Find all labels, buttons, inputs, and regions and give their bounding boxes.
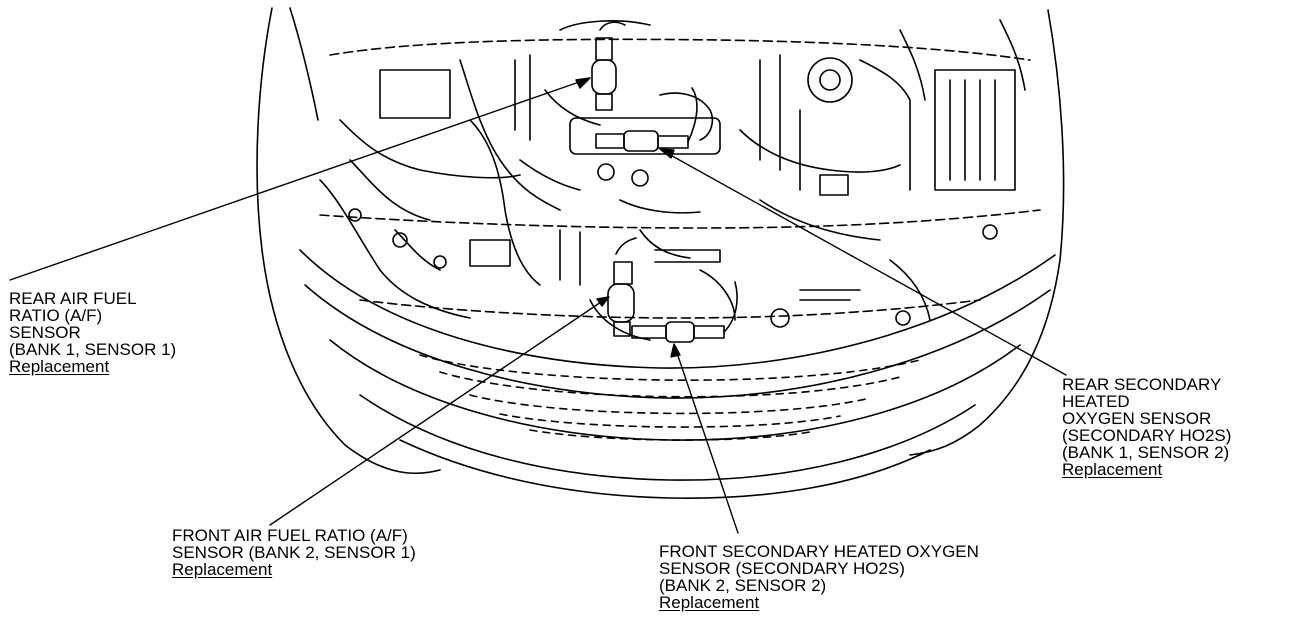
front-secondary-sensor-callout: FRONT SECONDARY HEATED OXYGEN SENSOR (SE… <box>659 543 979 611</box>
callout-line: HEATED <box>1062 392 1130 411</box>
front-af-replacement-link[interactable]: Replacement <box>172 560 273 579</box>
callout-line: SENSOR (BANK 2, SENSOR 1) <box>172 543 416 562</box>
callout-line: REAR SECONDARY <box>1062 375 1222 394</box>
rear-secondary-replacement-link[interactable]: Replacement <box>1062 460 1163 479</box>
fender-right <box>909 9 1065 456</box>
engine-center-components <box>519 20 736 341</box>
front-af-sensor-drawing <box>607 237 637 337</box>
arrow-rear-secondary <box>659 148 675 159</box>
engine-right-components <box>739 19 1026 328</box>
rear-secondary-sensor-drawing <box>595 87 698 152</box>
rear-af-replacement-link[interactable]: Replacement <box>9 357 110 376</box>
grille-lines <box>419 354 921 441</box>
arrow-front-secondary <box>670 343 681 358</box>
leader-front-af <box>269 299 605 526</box>
callout-line: (BANK 1, SENSOR 1) <box>9 340 177 359</box>
fender-left <box>256 7 441 475</box>
front-bumper-mid <box>304 284 1051 399</box>
callout-line: SENSOR <box>9 323 81 342</box>
leader-front-secondary <box>675 349 739 534</box>
rear-af-sensor-callout: REAR AIR FUEL RATIO (A/F) SENSOR (BANK 1… <box>9 290 176 375</box>
callout-line: (SECONDARY HO2S) <box>1062 426 1232 445</box>
front-bumper-base <box>399 439 931 499</box>
engine-left-components <box>289 7 561 319</box>
rear-af-sensor-drawing <box>591 21 626 111</box>
callout-line: FRONT AIR FUEL RATIO (A/F) <box>172 526 408 545</box>
front-bumper-edge <box>359 394 976 481</box>
callout-line: OXYGEN SENSOR <box>1062 409 1212 428</box>
radiator-support <box>319 38 1041 319</box>
vehicle-body-outline <box>256 7 1065 499</box>
callout-line: (BANK 2, SENSOR 2) <box>659 576 827 595</box>
front-bumper-upper <box>299 249 1056 369</box>
leader-lines <box>9 77 1067 534</box>
callout-line: SENSOR (SECONDARY HO2S) <box>659 559 905 578</box>
front-secondary-replacement-link[interactable]: Replacement <box>659 593 760 612</box>
arrow-front-af <box>596 296 610 307</box>
leader-rear-af <box>9 79 586 281</box>
callout-line: (BANK 1, SENSOR 2) <box>1062 443 1230 462</box>
callout-line: RATIO (A/F) <box>9 306 103 325</box>
front-af-sensor-callout: FRONT AIR FUEL RATIO (A/F) SENSOR (BANK … <box>172 527 416 578</box>
callout-line: FRONT SECONDARY HEATED OXYGEN <box>659 542 979 561</box>
arrow-rear-af <box>575 77 591 89</box>
front-bumper-lower <box>329 339 1021 441</box>
callout-line: REAR AIR FUEL <box>9 289 137 308</box>
leader-rear-secondary <box>664 151 1067 376</box>
rear-secondary-sensor-callout: REAR SECONDARY HEATED OXYGEN SENSOR (SEC… <box>1062 376 1231 478</box>
front-secondary-sensor-drawing <box>631 281 738 343</box>
